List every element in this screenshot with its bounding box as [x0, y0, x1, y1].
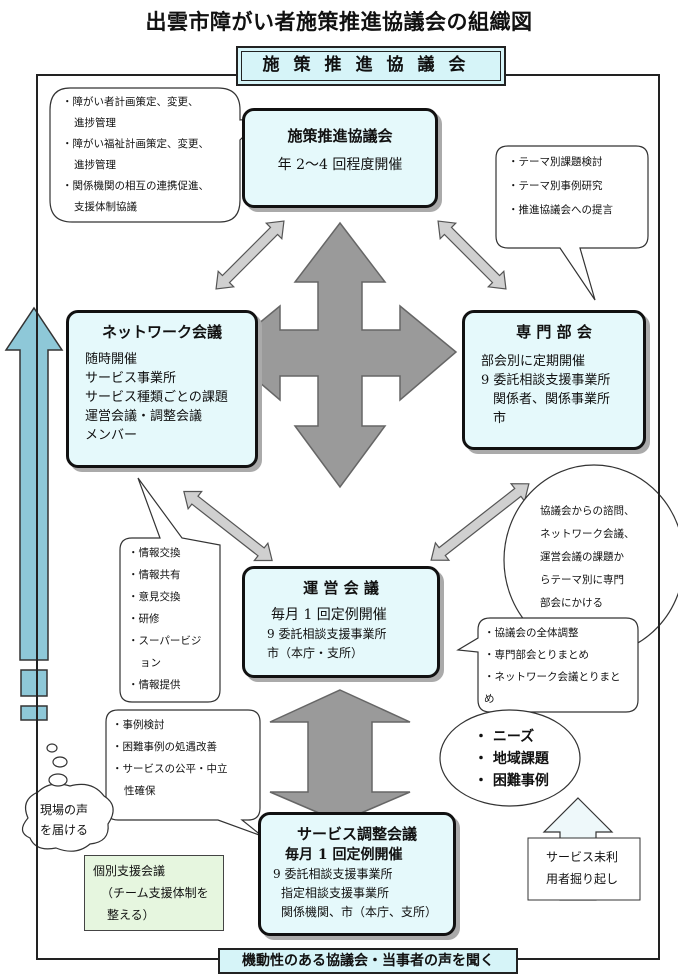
bubble-unei-role: ・協議会の全体調整 ・専門部会とりまとめ ・ネットワーク会議とりまと め [484, 622, 621, 710]
node-senmon-title: 専 門 部 会 [516, 323, 592, 341]
bubble-line: を届ける [40, 823, 89, 837]
node-unei-title: 運 営 会 議 [303, 579, 379, 597]
node-service-frequency: 毎月 1 回定例開催 [285, 847, 403, 863]
bubble-line: 部会にかける [540, 597, 603, 609]
four-way-arrow [222, 221, 458, 489]
bubble-line: ・情報共有 [128, 569, 181, 581]
bubble-line: ネットワーク会議、 [540, 528, 635, 540]
node-service-details: 9 委託相談支援事業所 指定相談支援事業所 関係機関、市（本庁、支所） [273, 865, 453, 922]
bubble-line: 現場の声 [40, 803, 89, 817]
bubble-line: ・障がい者計画策定、変更、 [62, 96, 199, 108]
node-senmon-line: 部会別に定期開催 [481, 354, 586, 369]
node-network: ネットワーク会議 随時開催 サービス事業所 サービス種類ごとの課題 運営会議・調… [66, 310, 258, 468]
node-senmon-line: 市 [493, 411, 507, 426]
bubble-line: ・テーマ別課題検討 [508, 156, 603, 168]
bubble-line: ・情報提供 [128, 679, 181, 691]
top-banner: 施策推進協議会 [236, 46, 506, 86]
bubble-line: ・ネットワーク会議とりまと [484, 671, 621, 683]
node-service-line: 9 委託相談支援事業所 [273, 867, 393, 881]
node-unei: 運 営 会 議 毎月 1 回定例開催 9 委託相談支援事業所 市（本庁・支所） [242, 566, 440, 678]
bubble-line: 協議会からの諮問、 [540, 505, 635, 517]
bubble-senmon-role: ・テーマ別課題検討 ・テーマ別事例研究 ・推進協議会への提言 [508, 150, 613, 222]
unused-note: サービス未利 用者掘り起し [546, 846, 618, 890]
bottom-banner-label: 機動性のある協議会・当事者の声を聞く [242, 953, 494, 969]
bubble-line: ・関係機関の相互の連携促進、 [62, 180, 209, 192]
bubble-line: ・ 地域課題 [474, 751, 549, 767]
bubble-line: ・研修 [128, 613, 160, 625]
bubble-line: ・専門部会とりまとめ [484, 649, 589, 661]
bubble-service-role: ・事例検討 ・困難事例の処遇改善 ・サービスの公平・中立 性確保 [112, 714, 228, 802]
page-title: 出雲市障がい者施策推進協議会の組織図 [145, 10, 533, 34]
note-line: サービス未利 [546, 850, 619, 864]
green-box-line: 整える） [107, 908, 155, 922]
bubble-shisaku-role: ・障がい者計画策定、変更、 進捗管理 ・障がい福祉計画策定、変更、 進捗管理 ・… [62, 92, 209, 218]
bubble-line: ・協議会の全体調整 [484, 627, 579, 639]
bottom-banner: 機動性のある協議会・当事者の声を聞く [218, 948, 518, 974]
bubble-line: らテーマ別に専門 [540, 574, 624, 586]
node-unei-details: 9 委託相談支援事業所 市（本庁・支所） [267, 625, 437, 663]
node-shisaku: 施策推進協議会 年 2～4 回程度開催 [242, 108, 438, 208]
node-shisaku-frequency: 年 2～4 回程度開催 [277, 157, 403, 173]
bubble-line: ・サービスの公平・中立 [112, 763, 228, 775]
bubble-line: ・推進協議会への提言 [508, 204, 613, 216]
bubble-line: 運営会議の課題か [540, 551, 624, 563]
green-box-line: （チーム支援体制を [101, 886, 209, 900]
top-banner-label: 施策推進協議会 [262, 55, 480, 75]
unused-note-box [527, 837, 641, 901]
bubble-line: ョン [140, 657, 161, 669]
left-upward-arrow [4, 306, 64, 721]
node-senmon-line: 関係者、関係事業所 [493, 392, 611, 407]
bubble-consultation: 協議会からの諮問、 ネットワーク会議、 運営会議の課題か らテーマ別に専門 部会… [540, 500, 635, 615]
bubble-line: ・事例検討 [112, 719, 165, 731]
green-box-line: 個別支援会議 [93, 864, 166, 878]
bubble-line: 支援体制協議 [74, 201, 137, 213]
node-senmon: 専 門 部 会 部会別に定期開催 9 委託相談支援事業所 関係者、関係事業所 市 [462, 310, 646, 450]
bubble-line: ・情報交換 [128, 547, 181, 559]
diagonal-arrows [183, 220, 530, 562]
bubble-line: ・ ニーズ [474, 729, 535, 745]
node-service-line: 指定相談支援事業所 [281, 886, 390, 900]
node-network-line: メンバー [85, 428, 138, 443]
node-network-line: サービス種類ごとの課題 [85, 390, 228, 405]
individual-support-box: 個別支援会議 （チーム支援体制を 整える） [84, 855, 224, 931]
bubble-needs: ・ ニーズ ・ 地域課題 ・ 困難事例 [474, 726, 549, 792]
node-network-line: サービス事業所 [85, 371, 177, 386]
bubble-line: め [484, 693, 495, 705]
bubble-line: 進捗管理 [74, 117, 116, 129]
bubble-line: 進捗管理 [74, 159, 116, 171]
bubble-line: ・スーパービジ [128, 635, 202, 647]
node-network-line: 運営会議・調整会議 [85, 409, 203, 424]
node-network-details: 随時開催 サービス事業所 サービス種類ごとの課題 運営会議・調整会議 メンバー [85, 350, 255, 445]
bubble-line: ・ 困難事例 [474, 773, 549, 789]
node-unei-line: 9 委託相談支援事業所 [267, 627, 387, 641]
node-unei-frequency: 毎月 1 回定例開催 [271, 607, 387, 623]
bubble-line: ・テーマ別事例研究 [508, 180, 603, 192]
bubble-line: ・障がい福祉計画策定、変更、 [62, 138, 209, 150]
node-service: サービス調整会議 毎月 1 回定例開催 9 委託相談支援事業所 指定相談支援事業… [258, 812, 456, 936]
note-line: 用者掘り起し [546, 872, 619, 886]
bubble-line: ・意見交換 [128, 591, 181, 603]
node-shisaku-title: 施策推進協議会 [287, 127, 393, 145]
node-network-line: 随時開催 [85, 352, 138, 367]
node-network-title: ネットワーク会議 [101, 323, 222, 341]
bubble-line: ・困難事例の処遇改善 [112, 741, 217, 753]
node-senmon-line: 9 委託相談支援事業所 [481, 373, 611, 388]
bubble-line: 性確保 [124, 785, 156, 797]
node-unei-line: 市（本庁・支所） [267, 646, 364, 660]
bubble-voice: 現場の声 を届ける [40, 800, 88, 840]
speech-bubbles [21, 87, 678, 852]
node-service-title: サービス調整会議 [296, 825, 417, 843]
node-senmon-details: 部会別に定期開催 9 委託相談支援事業所 関係者、関係事業所 市 [481, 352, 643, 428]
node-service-line: 関係機関、市（本庁、支所） [281, 905, 438, 919]
bubble-network-role: ・情報交換 ・情報共有 ・意見交換 ・研修 ・スーパービジ ョン ・情報提供 [128, 542, 201, 696]
